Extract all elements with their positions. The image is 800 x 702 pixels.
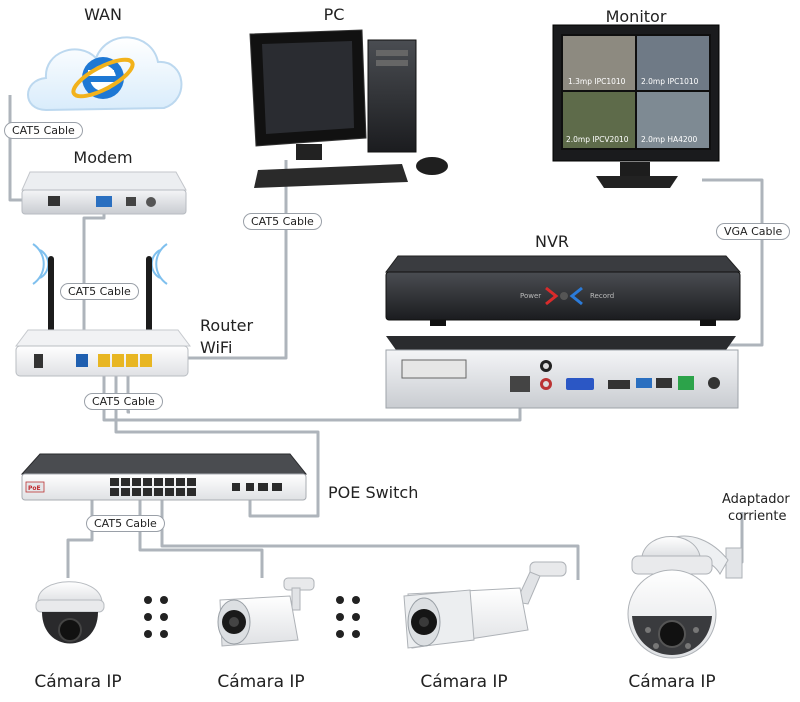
nvr-power-label: Power [520,292,541,300]
monitor-tile-label: 1.3mp IPC1010 [568,77,626,86]
internet-explorer-icon [71,57,135,99]
bullet-camera-small [217,577,315,647]
cable-label-wan-modem: CAT5 Cable [4,122,83,139]
cable-label-modem-router: CAT5 Cable [60,283,139,300]
label-adapter-current: corriente [728,509,787,524]
poe-badge: PoE [28,485,41,492]
nvr-back [385,336,739,409]
modem-device [21,171,187,215]
cable-label-router-switch: CAT5 Cable [84,393,163,410]
dome-camera [35,581,105,644]
dots-separator-icon [144,596,168,638]
cable-label-switch-cameras: CAT5 Cable [86,515,165,532]
label-nvr: NVR [534,232,570,251]
label-camera-1: Cámara IP [34,672,122,692]
wifi-router [15,243,191,377]
monitor-tile-label: 2.0mp HA4200 [641,135,697,144]
dots-separator-icon [336,596,360,638]
label-camera-2: Cámara IP [217,672,305,692]
monitor-tile-label: 2.0mp IPCV2010 [566,135,629,144]
monitor-tile-labels: 1.3mp IPC1010 2.0mp IPC1010 2.0mp IPCV20… [566,77,699,144]
nvr-record-label: Record [590,292,614,300]
monitor-tile-label: 2.0mp IPC1010 [641,77,699,86]
label-wan: WAN [84,5,122,24]
label-adapter: Adaptador [722,492,790,507]
pc-computer [249,29,448,188]
monitor-display [552,24,720,188]
label-monitor: Monitor [605,7,667,26]
label-camera-4: Cámara IP [628,672,716,692]
ptz-camera [627,535,743,659]
cable-label-pc-router: CAT5 Cable [243,213,322,230]
poe-switch-device [20,453,308,501]
nvr-front [385,255,742,326]
label-modem: Modem [73,148,133,167]
label-router: Router [200,316,254,335]
cable-label-monitor-nvr: VGA Cable [716,223,791,240]
bullet-camera-large [403,561,567,649]
label-poe-switch: POE Switch [328,483,419,502]
label-camera-3: Cámara IP [420,672,508,692]
label-pc: PC [323,5,345,24]
label-router-wifi: WiFi [200,338,233,357]
